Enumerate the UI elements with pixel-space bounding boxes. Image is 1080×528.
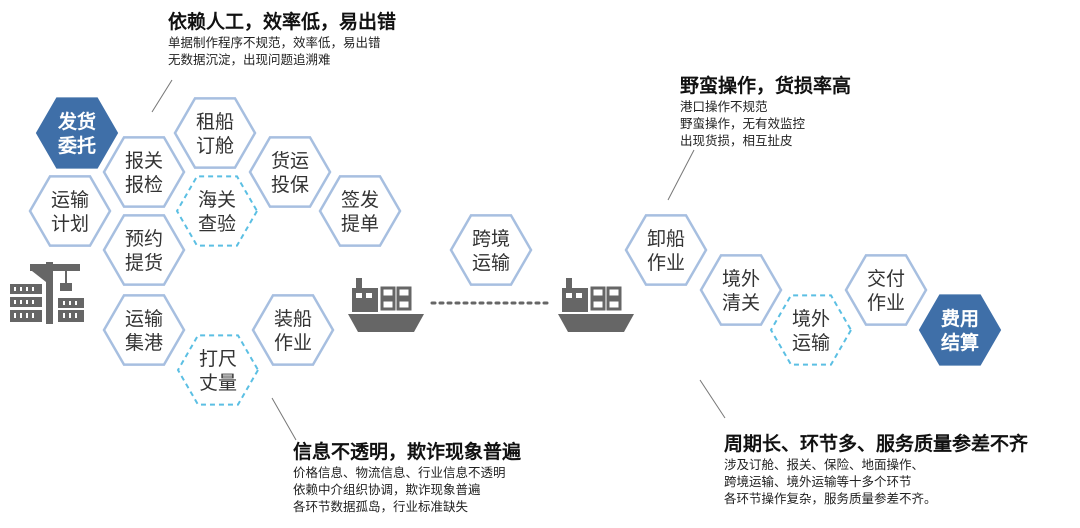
- hex-label: 计划: [51, 213, 89, 235]
- hexagon-shape: [102, 294, 186, 366]
- note-line: 涉及订舱、报关、保险、地面操作、: [724, 457, 925, 472]
- note-line: 无数据沉淀，出现问题追溯难: [168, 52, 331, 67]
- hexagon-shape: [102, 214, 186, 286]
- note-line: 单据制作程序不规范，效率低，易出错: [168, 35, 381, 50]
- note-title: 野蛮操作，货损率高: [680, 75, 852, 97]
- hex-label: 卸船: [647, 228, 685, 250]
- hex-node-jingwai_ys: 境外运输: [769, 294, 853, 366]
- hex-label: 报检: [125, 174, 163, 196]
- hex-label: 报关: [125, 150, 163, 172]
- connector-line-long: [699, 379, 726, 419]
- note-opaque: 信息不透明，欺诈现象普遍 价格信息、物流信息、行业信息不透明 依赖中介组织协调，…: [293, 440, 521, 515]
- note-rough: 野蛮操作，货损率高 港口操作不规范 野蛮操作，无有效监控 出现货损，相互扯皮: [680, 74, 851, 149]
- hex-label: 境外: [722, 268, 760, 290]
- note-line: 港口操作不规范: [680, 99, 768, 114]
- note-title: 依赖人工，效率低，易出错: [168, 11, 397, 33]
- hex-label: 清关: [722, 292, 760, 314]
- hex-label: 运输: [792, 332, 830, 354]
- hex-label: 查验: [198, 213, 236, 235]
- hex-label: 费用: [941, 308, 979, 330]
- ship-icon: [558, 278, 634, 332]
- hex-label: 运输: [472, 252, 510, 274]
- hexagon-shape: [918, 294, 1002, 366]
- hexagon-shape: [251, 294, 335, 366]
- hexagon-shape: [35, 97, 119, 169]
- note-line: 各环节数据孤岛，行业标准缺失: [293, 499, 469, 514]
- hexagon-shape: [318, 175, 402, 247]
- hex-label: 作业: [867, 292, 905, 314]
- note-line: 依赖中介组织协调，欺诈现象普遍: [293, 482, 481, 497]
- connector-line-rough: [667, 149, 695, 201]
- hex-label: 签发: [341, 189, 379, 211]
- hex-label: 海关: [198, 189, 236, 211]
- hex-label: 投保: [271, 174, 309, 196]
- note-line: 野蛮操作，无有效监控: [680, 116, 806, 131]
- hex-label: 装船: [274, 308, 312, 330]
- hexagon-shape: [102, 136, 186, 208]
- hexagon-shape: [449, 214, 533, 286]
- hex-label: 运输: [51, 189, 89, 211]
- hex-label: 委托: [57, 135, 96, 157]
- hex-label: 提货: [125, 252, 163, 274]
- ship-icon: [348, 278, 424, 332]
- hex-label: 预约: [125, 228, 163, 250]
- connector-line-manual: [151, 79, 173, 113]
- hex-label: 境外: [792, 308, 830, 330]
- note-line: 出现货损，相互扯皮: [680, 133, 793, 148]
- note-title: 周期长、环节多、服务质量参差不齐: [724, 433, 1029, 455]
- hex-label: 打尺: [199, 348, 237, 370]
- hexagon-shape: [175, 175, 259, 247]
- hexagon-shape: [844, 254, 928, 326]
- note-line: 各环节操作复杂，服务质量参差不齐。: [724, 491, 937, 506]
- hex-label: 货运: [271, 150, 309, 172]
- hex-label: 跨境: [472, 228, 510, 250]
- hexagon-shape: [173, 97, 257, 169]
- connector-line-opaque: [271, 397, 297, 441]
- hex-label: 作业: [647, 252, 685, 274]
- hex-node-kuajing: 跨境运输: [449, 214, 533, 286]
- hexagon-shape: [769, 294, 853, 366]
- hex-label: 作业: [274, 332, 312, 354]
- note-line: 价格信息、物流信息、行业信息不透明: [293, 465, 506, 480]
- hex-label: 集港: [125, 332, 163, 354]
- hex-label: 丈量: [199, 372, 237, 394]
- hex-label: 交付: [867, 268, 905, 290]
- hexagon-shape: [248, 136, 332, 208]
- hex-label: 运输: [125, 308, 163, 330]
- hex-label: 订舱: [196, 135, 234, 157]
- hex-label: 租船: [196, 111, 234, 133]
- hexagon-shape: [624, 214, 708, 286]
- hex-label: 发货: [57, 110, 96, 133]
- hexagon-shape: [176, 334, 260, 406]
- note-long: 周期长、环节多、服务质量参差不齐 涉及订舱、报关、保险、地面操作、 跨境运输、境…: [724, 432, 1028, 507]
- hexagon-layer: 发货委托租船订舱报关报检货运投保运输计划海关查验签发提单预约提货运输集港装船作业…: [28, 97, 1002, 406]
- hexagon-shape: [28, 175, 112, 247]
- note-manual: 依赖人工，效率低，易出错 单据制作程序不规范，效率低，易出错 无数据沉淀，出现问…: [168, 10, 396, 68]
- hexagon-shape: [699, 254, 783, 326]
- hex-label: 提单: [341, 213, 379, 235]
- crane-warehouse-icon: [10, 262, 84, 324]
- hex-label: 结算: [941, 331, 979, 354]
- note-title: 信息不透明，欺诈现象普遍: [293, 441, 522, 463]
- note-line: 跨境运输、境外运输等十多个环节: [724, 474, 912, 489]
